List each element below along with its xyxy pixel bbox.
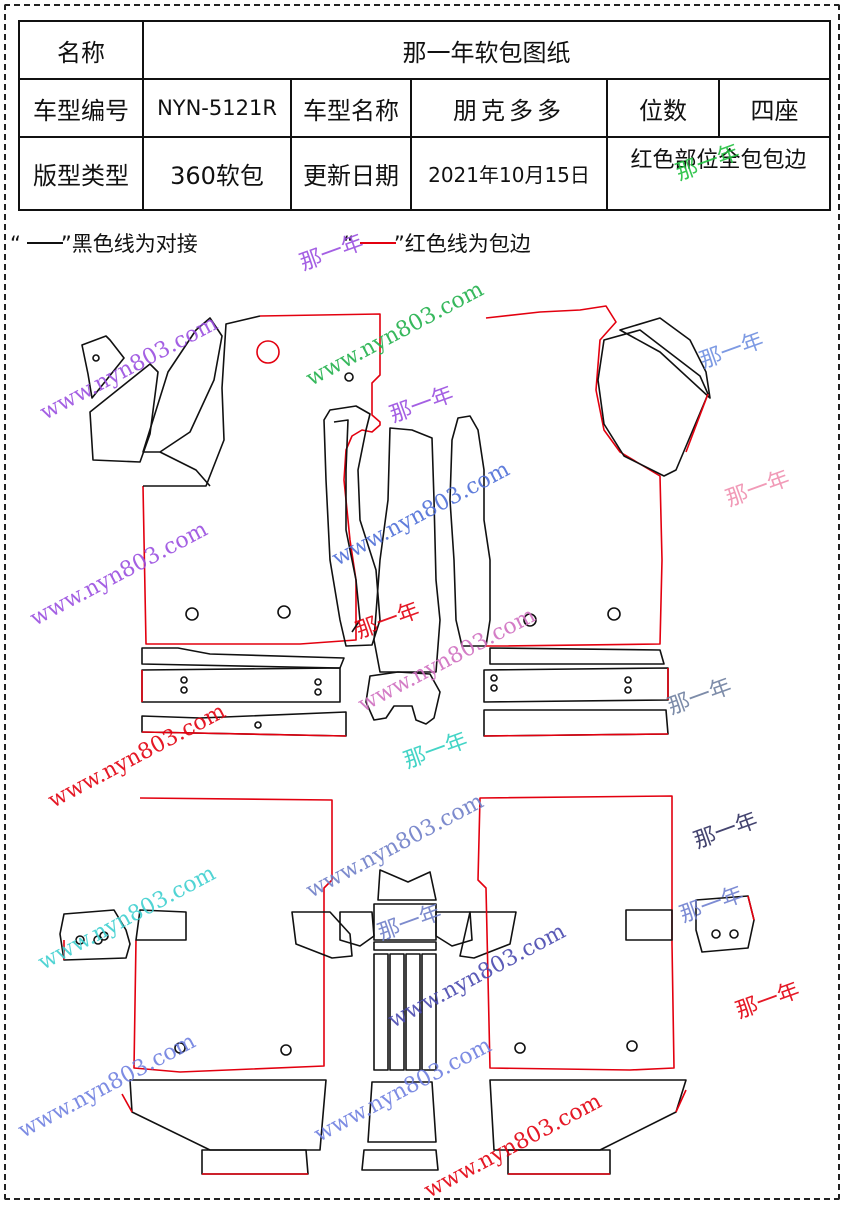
front-center-console-strip: [373, 427, 441, 673]
front-right-strips: [483, 647, 669, 737]
front-left-tunnel-strip: [323, 405, 381, 647]
page-frame: [4, 4, 840, 1200]
front-right-tunnel-strip: [449, 415, 491, 647]
seats-label: 位数: [606, 78, 720, 138]
name-label: 名称: [18, 20, 144, 80]
model-name-value: 朋克多多: [410, 78, 608, 138]
legend-black: “ ”黑色线为对接: [10, 228, 198, 258]
hem-note: 红色部位全包包边: [606, 136, 831, 211]
update-value: 2021年10月15日: [410, 136, 608, 211]
legend-red-open-quote: “: [343, 232, 354, 256]
front-center-bottom-piece: [365, 671, 441, 725]
update-label: 更新日期: [290, 136, 412, 211]
seats-value: 四座: [718, 78, 831, 138]
model-code-label: 车型编号: [18, 78, 144, 138]
legend-red-text: ”红色线为包边: [393, 232, 531, 256]
legend-black-text: ”黑色线为对接: [60, 232, 198, 256]
model-name-label: 车型名称: [290, 78, 412, 138]
front-right-floor-mat: [485, 305, 663, 647]
legend-red-line: [359, 242, 396, 244]
legend-black-line: [26, 242, 63, 244]
rear-right-side-bracket: [695, 895, 755, 953]
model-code-value: NYN-5121R: [142, 78, 292, 138]
front-left-floor-mat: [142, 313, 381, 645]
rear-left-floor-mat: [133, 797, 333, 1073]
name-value: 那一年软包图纸: [142, 20, 831, 80]
legend-red: “ ”红色线为包边: [343, 228, 531, 258]
rear-bottom-trims: [121, 1079, 687, 1175]
rear-right-floor-mat: [477, 795, 675, 1071]
front-right-kick-piece: [597, 317, 711, 477]
rear-left-side-bracket: [59, 909, 131, 961]
front-left-strips: [141, 647, 347, 737]
legend-black-open-quote: “: [10, 232, 21, 256]
type-value: 360软包: [142, 136, 292, 211]
rear-center-console: [291, 869, 517, 1171]
spec-table: 名称 那一年软包图纸 车型编号 NYN-5121R 车型名称 朋克多多 位数 四…: [18, 20, 831, 211]
type-label: 版型类型: [18, 136, 144, 211]
front-left-kick-piece: [81, 317, 223, 487]
